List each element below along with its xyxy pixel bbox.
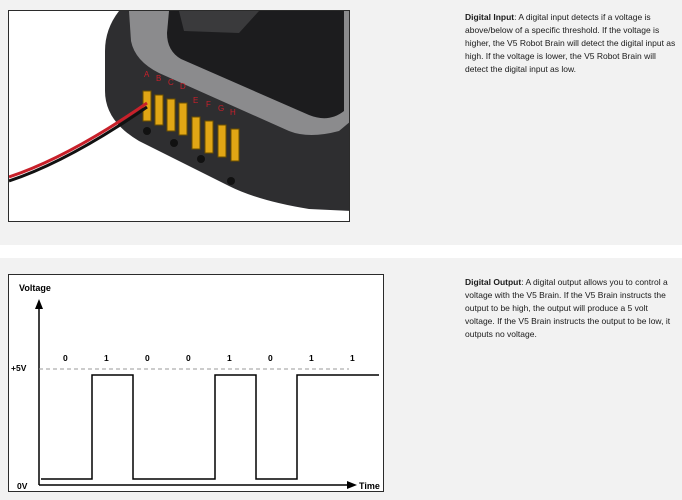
mount-holes — [143, 127, 235, 185]
svg-text:A: A — [144, 70, 150, 79]
svg-text:G: G — [218, 104, 224, 113]
v5-brain-illustration: A B C D E F G H — [9, 11, 349, 211]
bit-label: 0 — [268, 353, 273, 363]
svg-text:F: F — [206, 100, 211, 109]
svg-text:E: E — [193, 96, 198, 105]
y-axis-arrow — [35, 299, 43, 309]
three-wire-ports — [142, 90, 240, 162]
digital-input-title: Digital Input — [465, 12, 515, 22]
signal-waveform — [41, 374, 379, 480]
x-axis-label: Time — [359, 481, 380, 491]
bit-label: 1 — [350, 353, 355, 363]
bit-label: 0 — [63, 353, 68, 363]
x-axis-arrow — [347, 481, 357, 489]
svg-text:H: H — [230, 108, 236, 117]
bit-label: 1 — [309, 353, 314, 363]
y-tick-low: 0V — [17, 481, 28, 491]
y-tick-high: +5V — [11, 363, 27, 373]
digital-output-panel: Voltage Time +5V 0V 0 1 0 0 1 0 1 1 Digital Out… — [0, 258, 682, 500]
y-axis-label: Voltage — [19, 283, 51, 293]
digital-input-text: : A digital input detects if a voltage i… — [465, 12, 676, 74]
three-wire-cable — [9, 101, 148, 183]
section-divider — [0, 245, 682, 258]
v5-brain-photo: A B C D E F G H — [8, 10, 350, 222]
bit-label: 0 — [145, 353, 150, 363]
bit-label: 1 — [227, 353, 232, 363]
digital-input-panel: A B C D E F G H — [0, 0, 682, 245]
bit-labels: 0 1 0 0 1 0 1 1 — [63, 353, 355, 363]
bit-label: 0 — [186, 353, 191, 363]
svg-text:C: C — [168, 78, 174, 87]
digital-output-description: Digital Output: A digital output allows … — [465, 276, 677, 341]
digital-signal-chart: Voltage Time +5V 0V 0 1 0 0 1 0 1 1 — [8, 274, 384, 492]
digital-output-text: : A digital output allows you to control… — [465, 277, 671, 339]
chart-canvas: Voltage Time +5V 0V 0 1 0 0 1 0 1 1 — [11, 283, 380, 491]
bit-label: 1 — [104, 353, 109, 363]
digital-output-title: Digital Output — [465, 277, 522, 287]
svg-text:B: B — [156, 74, 161, 83]
digital-input-description: Digital Input: A digital input detects i… — [465, 11, 677, 76]
svg-text:D: D — [180, 82, 186, 91]
port-labels: A B C D E F G H — [144, 70, 236, 117]
